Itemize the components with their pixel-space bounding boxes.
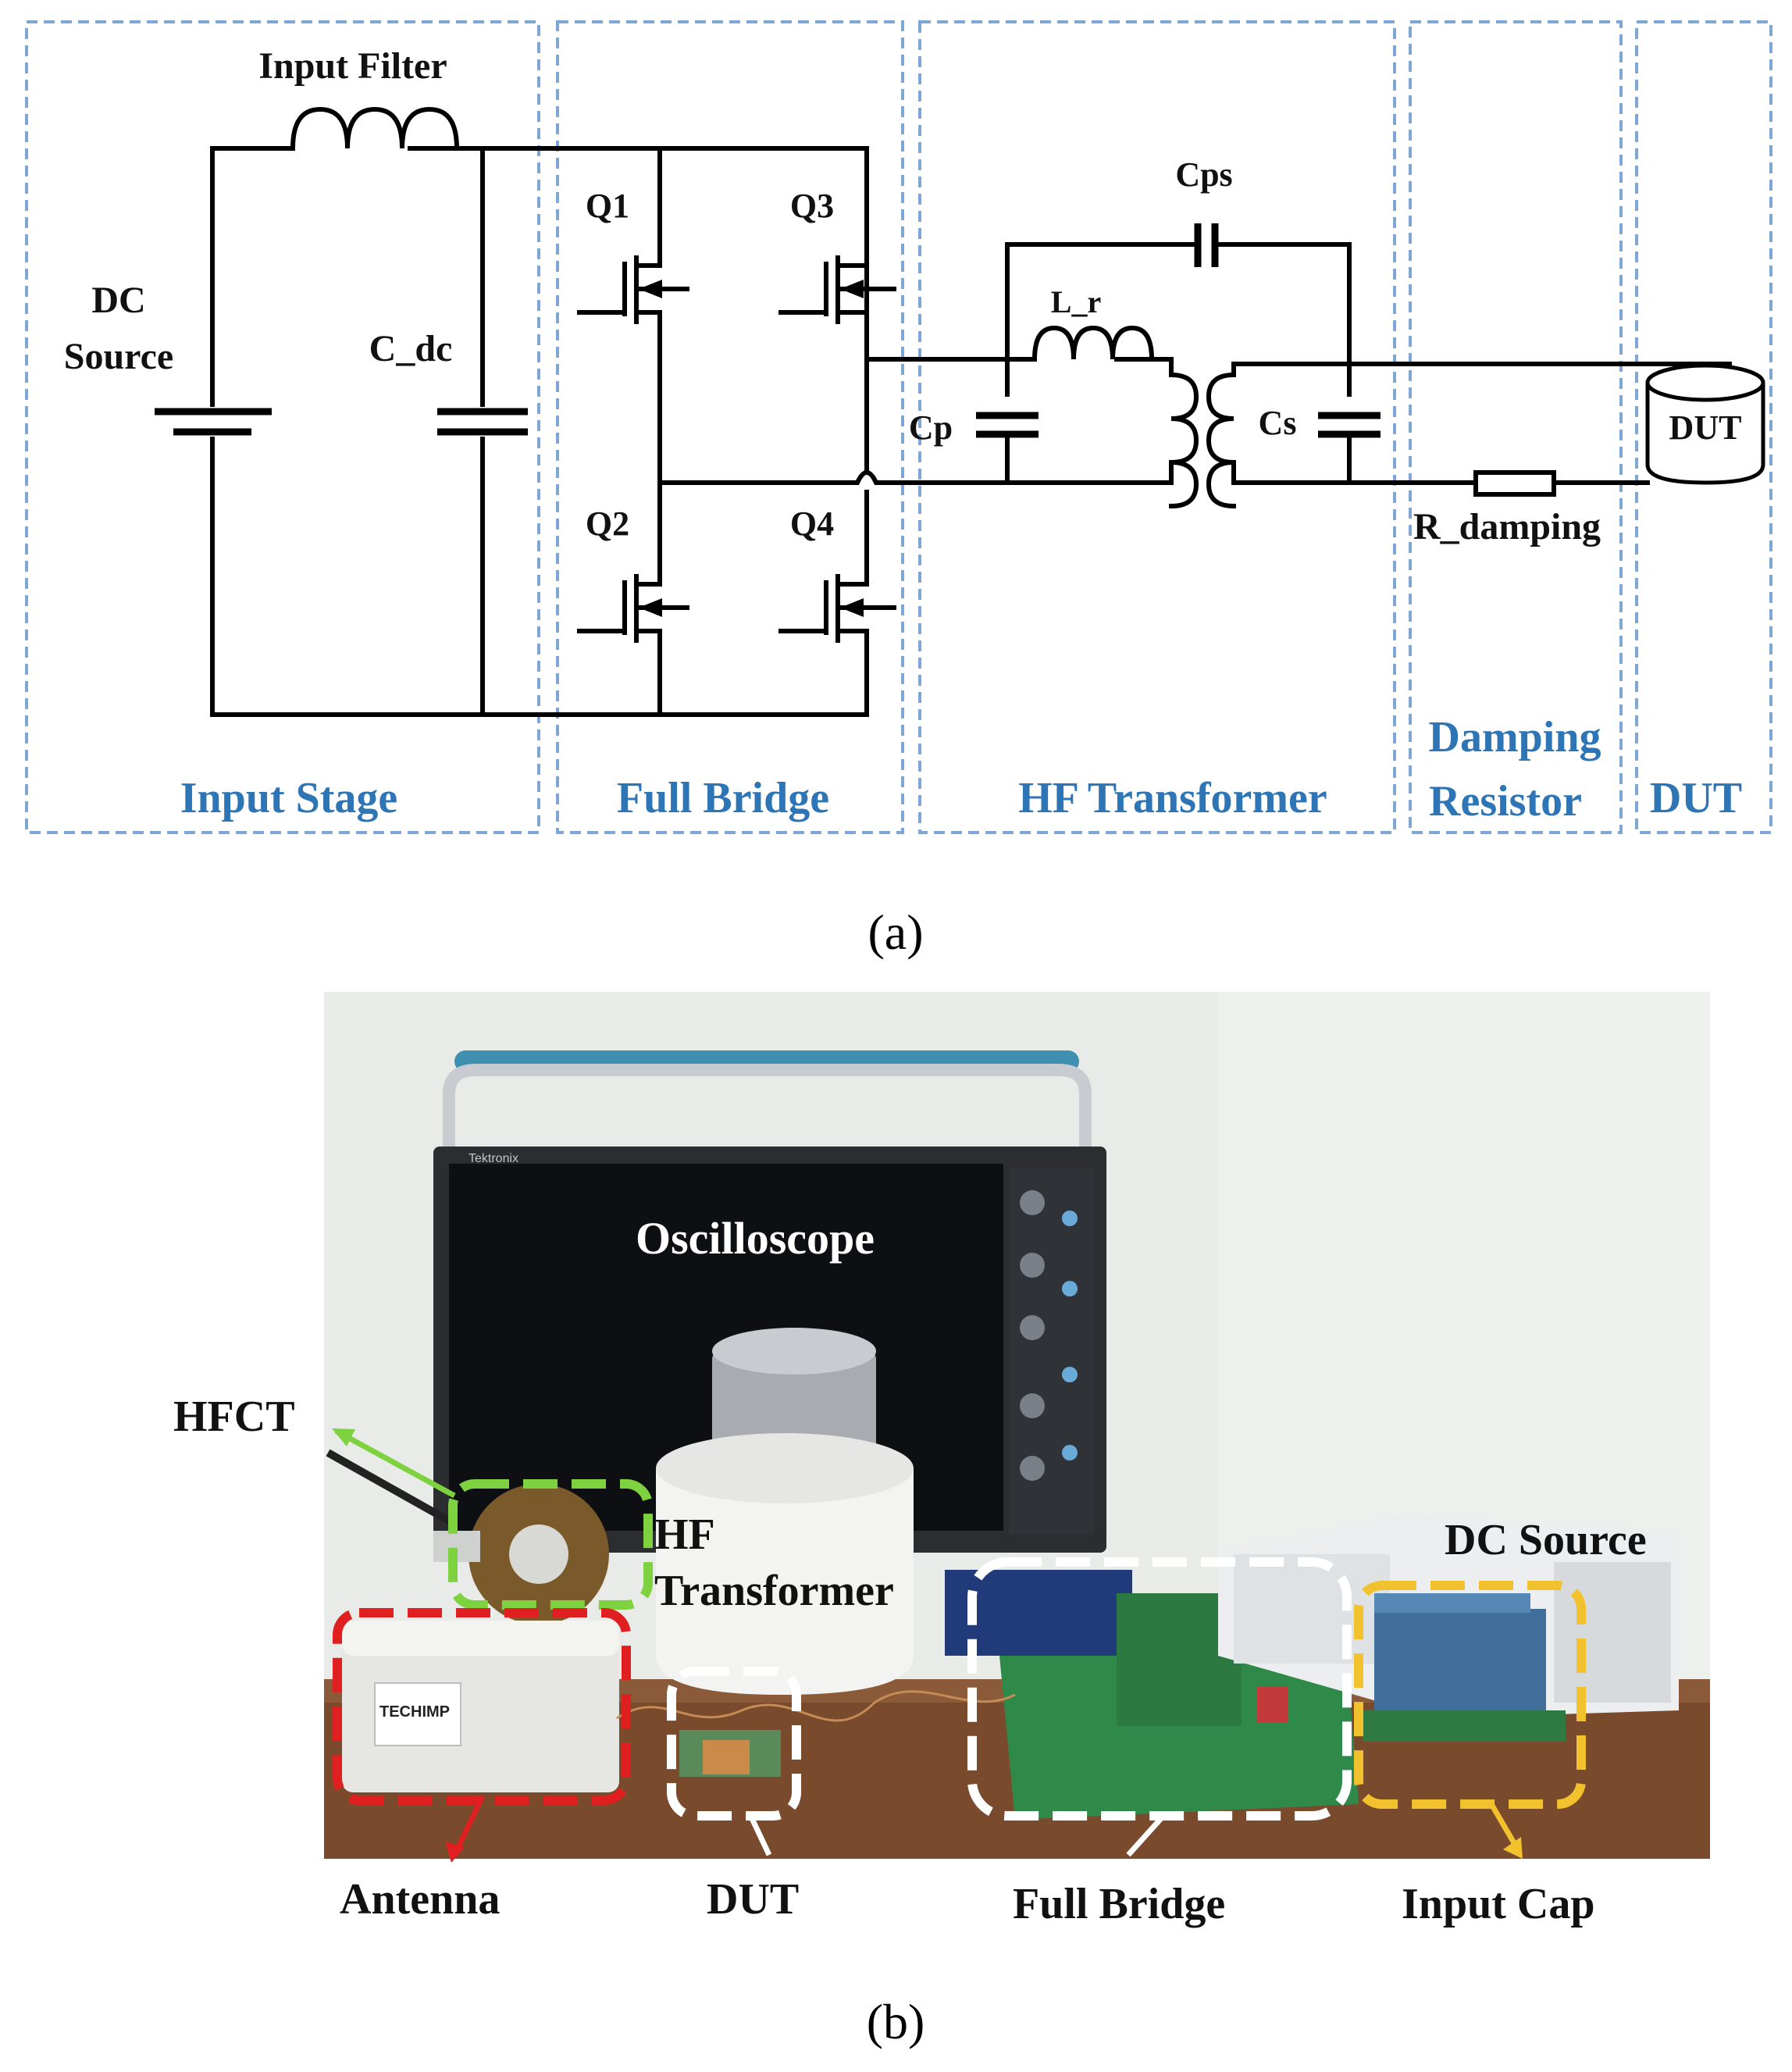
section-label-input-stage: Input Stage: [180, 774, 398, 822]
input-cap-device: [1363, 1593, 1566, 1742]
label-cs: Cs: [1259, 404, 1297, 442]
lr-inductor: [1031, 325, 1155, 362]
mosfet-q2: [577, 574, 689, 643]
label-q2: Q2: [586, 505, 629, 543]
input-filter-inductor: [290, 106, 460, 152]
wire-top-main: [408, 146, 869, 323]
cables: [616, 1690, 1016, 1722]
hf-transformer-device: [656, 1328, 914, 1695]
section-label-damping-line1: Damping: [1429, 713, 1601, 761]
label-r-damping: R_damping: [1413, 506, 1601, 547]
hfct-device: [326, 1449, 609, 1624]
antenna-brand: TECHIMP: [379, 1703, 450, 1721]
label-input-filter: Input Filter: [258, 45, 447, 87]
oscilloscope-brand: Tektronix: [468, 1152, 518, 1165]
photo-desk-highlight: [324, 1679, 1710, 1703]
mosfet-q4: [778, 574, 896, 643]
section-box-input-stage: [25, 20, 540, 834]
wire-cps-right: [1216, 242, 1352, 397]
highlight-antenna: [333, 1608, 631, 1805]
photo-label-full-bridge: Full Bridge: [1013, 1880, 1225, 1928]
label-c-dc: C_dc: [369, 328, 453, 369]
antenna-device: TECHIMP: [342, 1621, 619, 1792]
photo-label-dc-source: DC Source: [1445, 1516, 1647, 1564]
label-dut: DUT: [1669, 408, 1742, 447]
section-label-dut: DUT: [1650, 774, 1742, 822]
highlight-dut: [667, 1667, 801, 1821]
section-box-full-bridge: [556, 20, 904, 834]
section-box-hf-transformer: [918, 20, 1396, 834]
wire-q1q2-midpoint-out: [657, 470, 1174, 485]
circuit-schematic: Input Filter DC Source C_dc Q1 Q3 Q2 Q4 …: [25, 20, 1772, 960]
arrow-hfct-head: [332, 1428, 355, 1446]
dut-device: [679, 1730, 781, 1777]
wire-cps-left: [1005, 242, 1197, 397]
photo-label-hf-transformer-line2: Transformer: [654, 1567, 894, 1615]
photo-label-hf-transformer-line1: HF: [654, 1510, 715, 1559]
arrow-dut: [746, 1812, 772, 1856]
wire-lr-to-primary: [1114, 357, 1174, 377]
dut-cylinder: [1645, 363, 1765, 485]
oscilloscope: Tektronix: [433, 1050, 1106, 1553]
section-label-damping-line2: Resistor: [1429, 777, 1582, 826]
photo-desk: [324, 1679, 1710, 1859]
photo-wall: [324, 992, 1710, 1679]
full-bridge-device: [945, 1570, 1359, 1820]
section-box-damping-resistor: [1409, 20, 1623, 834]
transformer-secondary-winding: [1206, 372, 1237, 509]
transformer-primary-winding: [1168, 372, 1199, 509]
arrow-antenna: [451, 1795, 486, 1856]
arrow-antenna-head: [445, 1842, 465, 1863]
caption-a: (a): [867, 904, 923, 960]
photo-label-oscilloscope: Oscilloscope: [636, 1213, 875, 1264]
label-l-r: L_r: [1051, 284, 1101, 319]
dc-source-device: [1218, 1515, 1679, 1718]
highlight-input-cap: [1354, 1581, 1586, 1809]
mosfet-q3: [778, 255, 896, 324]
label-dc-source-line2: Source: [64, 336, 173, 377]
wire-top-left: [210, 146, 295, 407]
arrow-input-cap-head: [1503, 1837, 1523, 1859]
photo-label-hfct: HFCT: [173, 1393, 295, 1441]
mosfet-q1: [577, 255, 689, 324]
r-damping-resistor: [1473, 470, 1556, 497]
photo-label-input-cap: Input Cap: [1402, 1880, 1594, 1928]
label-q3: Q3: [790, 187, 834, 225]
arrow-hfct: [334, 1428, 456, 1499]
arrow-input-cap: [1488, 1803, 1522, 1853]
wire-secondary-top: [1231, 362, 1732, 377]
photo-wall-shade: [1218, 992, 1710, 1679]
photo-label-antenna: Antenna: [340, 1875, 500, 1924]
label-q4: Q4: [790, 505, 834, 543]
caption-b: (b): [867, 1994, 925, 2049]
label-q1: Q1: [586, 187, 629, 225]
label-dc-source-line1: DC: [91, 280, 145, 321]
label-cps: Cps: [1175, 155, 1232, 194]
section-label-hf-transformer: HF Transformer: [1018, 774, 1327, 822]
label-cp: Cp: [909, 408, 953, 447]
photo-label-dut: DUT: [707, 1875, 799, 1924]
arrow-full-bridge: [1126, 1813, 1166, 1857]
highlight-hfct: [448, 1479, 653, 1610]
highlight-full-bridge: [967, 1557, 1352, 1821]
section-label-full-bridge: Full Bridge: [617, 774, 829, 822]
section-box-dut: [1635, 20, 1772, 834]
